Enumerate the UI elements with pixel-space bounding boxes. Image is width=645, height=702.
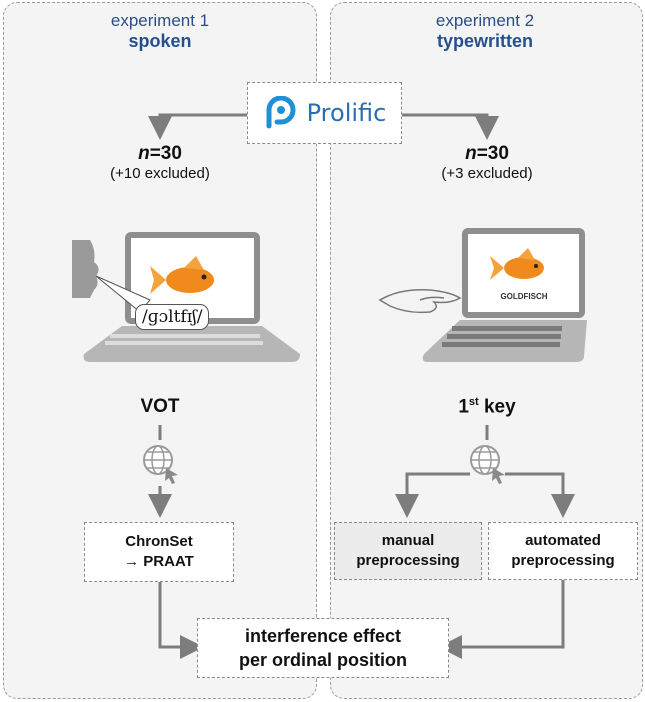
ipa-transcription: /ɡɔltfɪʃ/ xyxy=(135,304,210,330)
experiment2-mode: typewritten xyxy=(436,31,533,51)
result-line2: per ordinal position xyxy=(238,650,407,670)
manual-line1: manual xyxy=(381,532,435,549)
experiment1-title: experiment 1 spoken xyxy=(60,10,260,52)
chronset-line1: ChronSet xyxy=(125,533,193,550)
result-box: interference effect per ordinal position xyxy=(197,618,449,678)
manual-preprocessing-box: manual preprocessing xyxy=(334,522,482,580)
manual-line2: preprocessing xyxy=(356,552,460,569)
experiment2-measure: 1st key xyxy=(437,396,537,418)
experiment2-measure-suffix: key xyxy=(478,396,516,418)
experiment1-measure: VOT xyxy=(140,396,180,417)
experiment2-excluded: (+3 excluded) xyxy=(441,165,533,182)
experiment1-label: experiment 1 xyxy=(110,11,210,30)
experiment2-measure-sup: st xyxy=(468,396,479,408)
screen-word: GOLDFISCH xyxy=(500,292,548,301)
experiment1-n-value: =30 xyxy=(149,143,182,164)
experiment1-excluded: (+10 excluded) xyxy=(110,165,210,182)
experiment2-n-label: n xyxy=(465,143,477,164)
experiment2-title: experiment 2 typewritten xyxy=(385,10,585,52)
experiment2-n-value: =30 xyxy=(476,143,509,164)
experiment2-label: experiment 2 xyxy=(435,11,535,30)
experiment1-n-label: n xyxy=(138,143,150,164)
experiment2-sample: n=30 (+3 excluded) xyxy=(387,143,587,182)
automated-preprocessing-box: automated preprocessing xyxy=(488,522,638,580)
prolific-logo-icon xyxy=(266,96,296,129)
chronset-box: ChronSet → PRAAT xyxy=(84,522,234,582)
web-cursor-icon xyxy=(143,445,178,484)
experiment1-sample: n=30 (+10 excluded) xyxy=(60,143,260,182)
experiment2-measure-prefix: 1 xyxy=(458,396,469,418)
experiment1-mode: spoken xyxy=(128,31,192,51)
automated-line2: preprocessing xyxy=(511,552,615,569)
web-cursor-icon xyxy=(470,445,505,484)
automated-line1: automated xyxy=(525,532,601,549)
prolific-name: Prolific xyxy=(306,99,387,127)
prolific-box: Prolific xyxy=(247,82,402,144)
result-line1: interference effect xyxy=(244,626,402,646)
chronset-line2: → PRAAT xyxy=(124,553,194,570)
